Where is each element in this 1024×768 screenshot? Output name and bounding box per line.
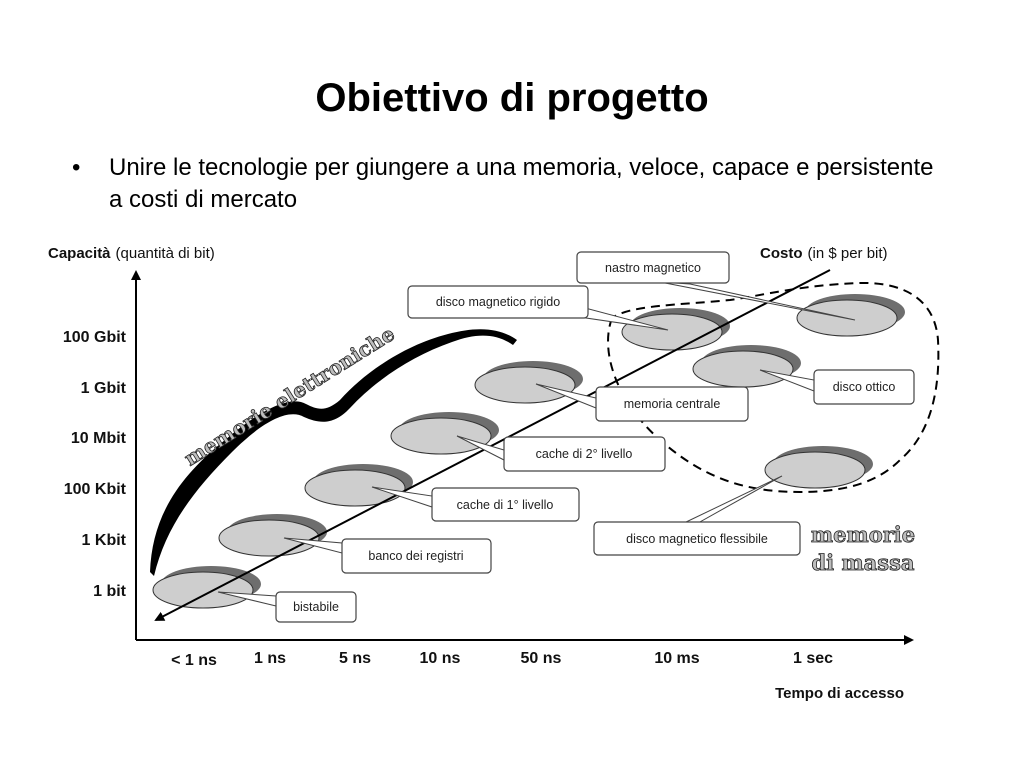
y-tick-label: 100 Kbit [64,481,127,498]
callout-disco-flessibile: disco magnetico flessibile [593,521,801,556]
callout-label: banco dei registri [368,549,463,563]
callout-banco-registri: banco dei registri [341,538,492,574]
callout-label: nastro magnetico [605,261,701,275]
callout-pointers [217,281,856,607]
disk-cache-l2 [390,412,499,455]
cost-axis-title: Costo(in $ per bit) [760,245,888,262]
disk-banco-registri [218,514,327,557]
callout-label: bistabile [293,600,339,614]
y-tick-label: 1 bit [93,583,127,600]
callout-bistabile: bistabile [275,591,357,623]
callout-memoria-centrale: memoria centrale [595,386,749,422]
y-tick-label: 1 Kbit [82,532,127,549]
y-tick-label: 100 Gbit [63,329,127,346]
callout-label: disco magnetico flessibile [626,532,768,546]
y-tick-label: 1 Gbit [81,380,127,397]
x-tick-label: 5 ns [339,650,371,667]
bullet-item: • Unire le tecnologie per giungere a una… [72,152,952,216]
y-tick-label: 10 Mbit [71,430,127,447]
callout-label: disco ottico [833,380,896,394]
callout-label: cache di 1° livello [457,498,554,512]
disk-memoria-centrale [474,361,583,404]
cost-diagonal-arrow [154,269,831,621]
bullet-marker: • [72,154,81,181]
callout-nastro-magnetico: nastro magnetico [576,251,730,284]
callout-label: cache di 2° livello [536,447,633,461]
disk-nastro-magnetico [796,294,905,337]
disk-disco-flessibile [764,446,873,489]
x-tick-label: 10 ns [420,650,461,667]
callout-disco-ottico: disco ottico [813,369,915,405]
x-tick-label: 1 sec [793,650,833,667]
electronic-memory-brace [150,329,517,576]
x-tick-label: 1 ns [254,650,286,667]
x-tick-label: 50 ns [521,650,562,667]
disk-disco-rigido [621,308,730,351]
callout-label: memoria centrale [624,397,721,411]
disk-cache-l1 [304,464,413,507]
slide-title: Obiettivo di progetto [315,76,709,120]
x-axis-title: Tempo di accesso [775,685,904,702]
mass-memory-label-line1: memorie [811,522,915,547]
callout-cache-l2: cache di 2° livello [503,436,666,472]
disk-disco-ottico [692,345,801,388]
electronic-memory-label: memorie elettroniche [180,321,399,470]
callout-cache-l1: cache di 1° livello [431,487,580,522]
bullet-text: Unire le tecnologie per giungere a una m… [109,154,934,213]
callout-disco-rigido: disco magnetico rigido [407,285,589,319]
x-tick-label: 10 ms [654,650,699,667]
disk-bistabile [152,566,261,609]
mass-memory-label-line2: di massa [811,550,914,575]
y-axis-title: Capacità(quantità di bit) [48,245,215,262]
x-tick-label: < 1 ns [171,652,217,669]
callout-label: disco magnetico rigido [436,295,560,309]
